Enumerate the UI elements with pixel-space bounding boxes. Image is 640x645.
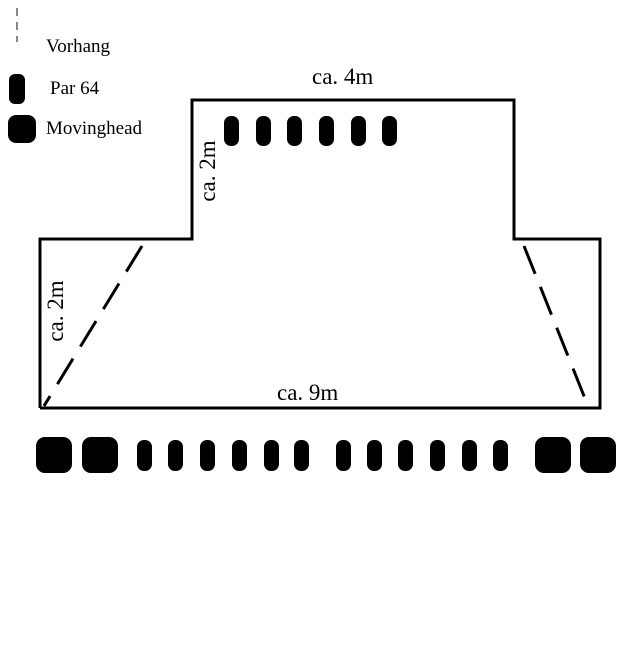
front-par64-fixture [493,440,508,471]
front-light-row [36,437,616,473]
front-par64-fixture [264,440,279,471]
upstage-par64-fixture [319,116,334,146]
legend-par64-icon [9,74,25,104]
upstage-par64-fixture [351,116,366,146]
dimension-bottom-width: ca. 9m [277,380,339,405]
front-movinghead-fixture [82,437,118,473]
front-par64-fixture [200,440,215,471]
curtain-left [42,245,144,407]
front-par64-fixture [336,440,351,471]
front-par64-fixture [430,440,445,471]
legend-movinghead-icon [8,115,36,143]
front-movinghead-fixture [535,437,571,473]
front-movinghead-fixture [36,437,72,473]
front-par64-fixture [168,440,183,471]
upstage-par64-fixture [256,116,271,146]
legend-curtain-label: Vorhang [46,36,111,57]
upstage-par64-row [224,116,397,146]
front-par64-fixture [137,440,152,471]
dimension-upper-side-height: ca. 2m [195,140,220,202]
front-par64-fixture [294,440,309,471]
upstage-par64-fixture [224,116,239,146]
upstage-par64-fixture [287,116,302,146]
legend-par64-label: Par 64 [50,78,100,99]
dimension-top-width: ca. 4m [312,64,374,89]
front-par64-fixture [462,440,477,471]
stage-outline [38,98,602,410]
front-par64-fixture [367,440,382,471]
front-par64-fixture [398,440,413,471]
upstage-par64-fixture [382,116,397,146]
dimension-lower-side-height: ca. 2m [43,280,68,342]
legend-movinghead-label: Movinghead [46,118,143,139]
curtain-right [522,245,590,407]
front-par64-fixture [232,440,247,471]
front-movinghead-fixture [580,437,616,473]
